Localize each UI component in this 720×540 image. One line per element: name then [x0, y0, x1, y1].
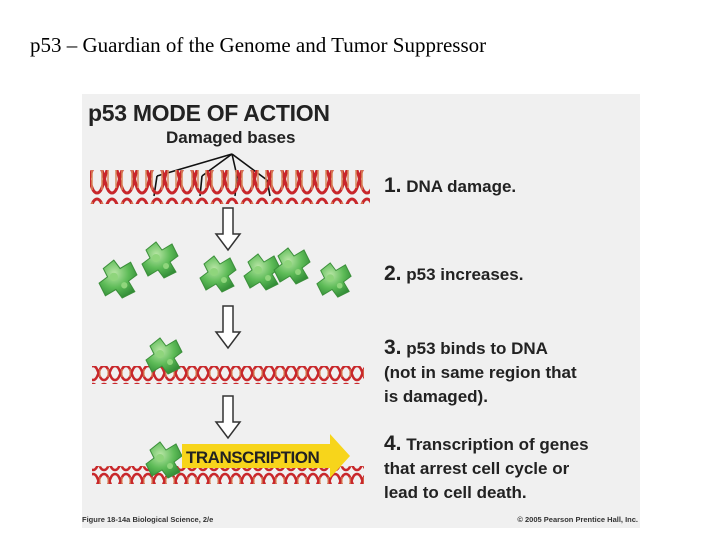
p53-protein-group: [98, 241, 352, 299]
step-4-number: 4.: [384, 432, 402, 455]
step-3-number: 3.: [384, 336, 402, 359]
p53-bound-protein: [145, 337, 183, 375]
transcription-label: TRANSCRIPTION: [186, 448, 320, 467]
step-4-line-1: Transcription of genes: [406, 435, 589, 454]
dna-helix-transcription: [92, 466, 364, 484]
step-3-line-1: p53 binds to DNA: [406, 339, 548, 358]
dna-helix-bound: [92, 366, 364, 384]
step-2-line-1: p53 increases.: [406, 265, 524, 284]
figure-caption: Figure 18-14a Biological Science, 2/e: [82, 515, 214, 524]
step-1-line-1: DNA damage.: [406, 177, 517, 196]
step-4: 4. Transcription of genes that arrest ce…: [384, 432, 589, 505]
step-4-line-3: lead to cell death.: [384, 483, 527, 502]
step-2-number: 2.: [384, 262, 402, 285]
figure-title: p53 MODE OF ACTION: [88, 100, 330, 126]
step-4-line-2: that arrest cell cycle or: [384, 459, 570, 478]
down-arrow-3: [214, 395, 242, 440]
p53-figure: p53 MODE OF ACTION Damaged bases TRANSCR…: [82, 94, 640, 528]
slide-title: p53 – Guardian of the Genome and Tumor S…: [30, 33, 487, 57]
step-3: 3. p53 binds to DNA (not in same region …: [384, 336, 577, 409]
dna-helix-damaged: [90, 170, 370, 204]
step-1-number: 1.: [384, 174, 402, 197]
damaged-bases-label: Damaged bases: [166, 128, 296, 147]
step-3-line-2: (not in same region that: [384, 363, 577, 382]
copyright-caption: © 2005 Pearson Prentice Hall, Inc.: [517, 515, 638, 524]
step-3-line-3: is damaged).: [384, 387, 488, 406]
figure-artwork: [90, 153, 370, 484]
step-1: 1. DNA damage.: [384, 174, 516, 199]
p53-transcription-protein: [145, 441, 183, 479]
transcription-arrow: [182, 434, 350, 478]
step-2: 2. p53 increases.: [384, 262, 523, 287]
down-arrow-1: [214, 207, 242, 252]
down-arrow-2: [214, 305, 242, 350]
